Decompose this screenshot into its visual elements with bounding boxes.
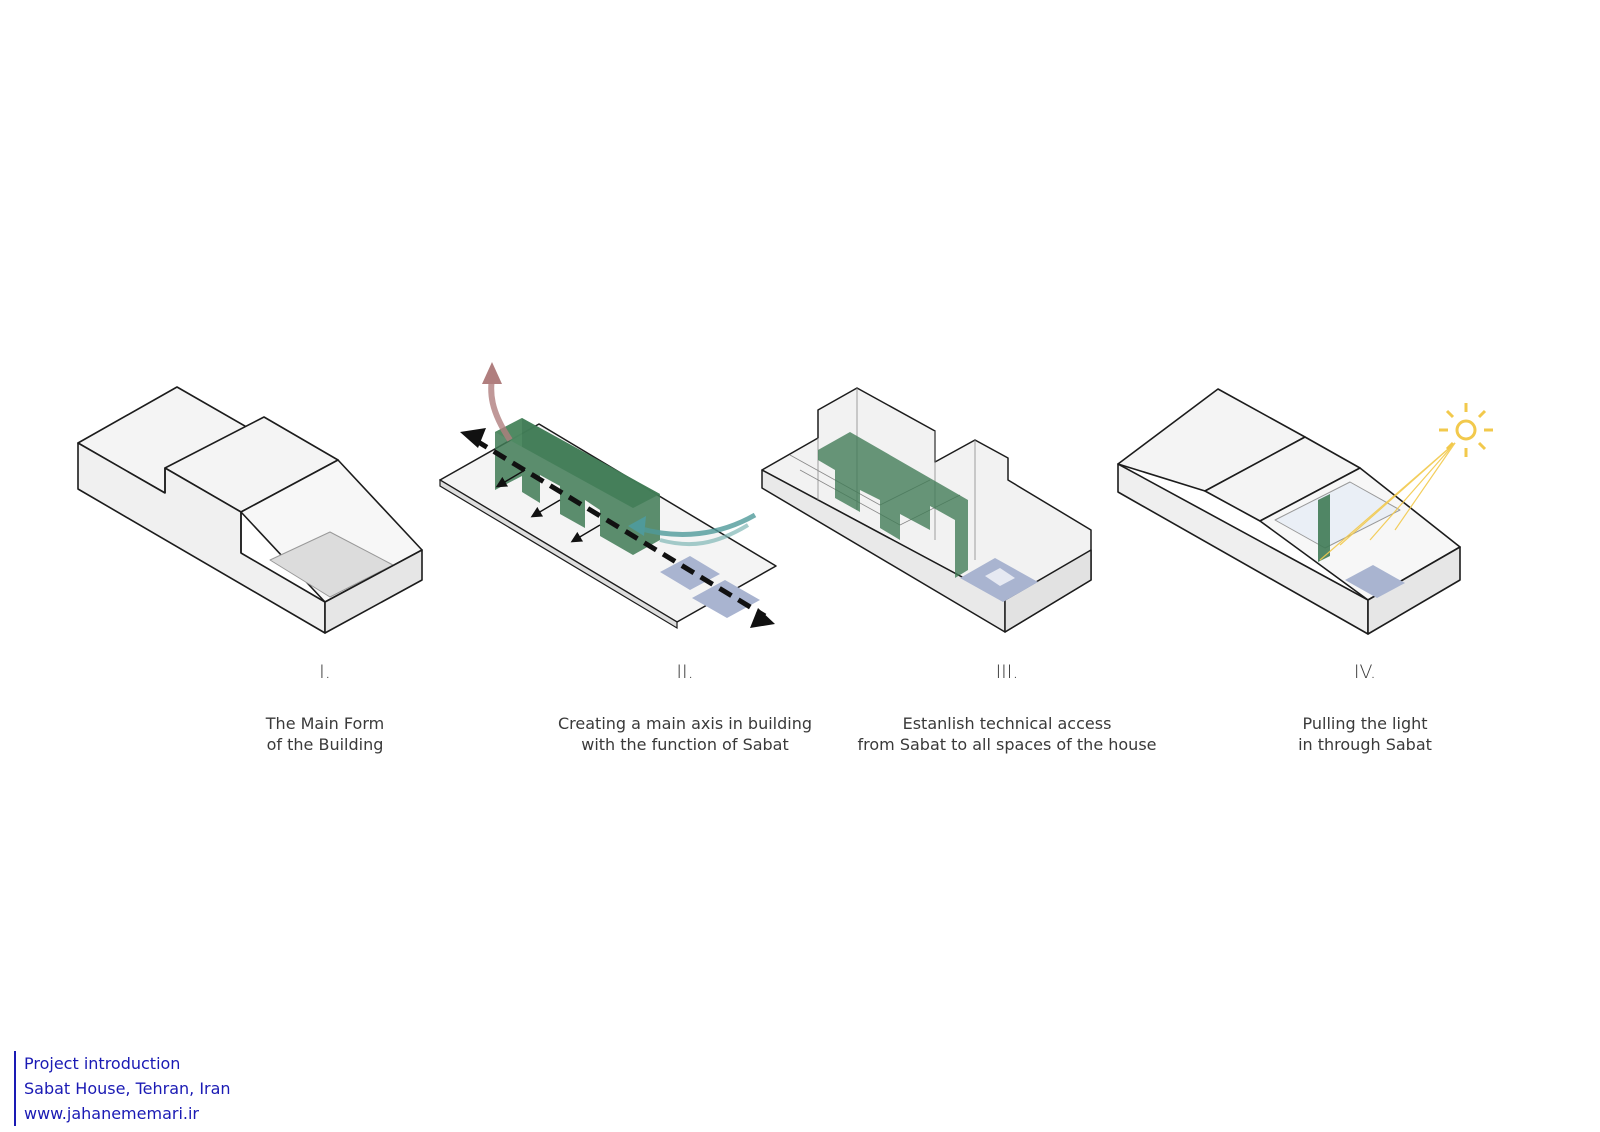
block4-right bbox=[1367, 546, 1461, 635]
footer-project-location: Sabat House, Tehran, Iran bbox=[24, 1079, 231, 1098]
step-3-caption-line1: Estanlish technical access bbox=[902, 714, 1112, 733]
hot-air-arrowhead bbox=[482, 362, 502, 384]
access-arrow-1 bbox=[495, 469, 526, 488]
step-4-caption-line2: in through Sabat bbox=[1298, 735, 1432, 754]
wind-arrow-1 bbox=[637, 512, 757, 537]
sun-rays bbox=[1319, 442, 1456, 561]
wind-arrow-2 bbox=[659, 523, 750, 547]
sun-icon bbox=[1439, 403, 1493, 457]
step-1-numeral: I. bbox=[319, 661, 331, 683]
step-2-numeral: II. bbox=[676, 661, 694, 683]
step-1-caption-line1: The Main Form bbox=[265, 714, 385, 733]
sabat-green-4 bbox=[1318, 494, 1330, 562]
footer-credits: Project introduction Sabat House, Tehran… bbox=[14, 1051, 231, 1126]
paving-blue-2 bbox=[692, 580, 760, 618]
axis-arrowhead-end bbox=[750, 608, 775, 628]
building-right-face bbox=[324, 549, 423, 634]
step-3-caption: Estanlish technical access from Sabat to… bbox=[847, 713, 1167, 755]
step-1-caption-line2: of the Building bbox=[266, 735, 384, 754]
paving-inner-3 bbox=[985, 568, 1015, 586]
axis-arrowhead-start bbox=[460, 428, 486, 448]
footer-project-intro: Project introduction bbox=[24, 1054, 181, 1073]
step-2-caption-line2: with the function of Sabat bbox=[581, 735, 789, 754]
house3-right bbox=[1004, 549, 1092, 633]
step-2-caption: Creating a main axis in building with th… bbox=[525, 713, 845, 755]
building-massing-3 bbox=[761, 387, 1092, 633]
footer-website-link[interactable]: www.jahanememari.ir bbox=[24, 1104, 200, 1123]
step-3-caption-line2: from Sabat to all spaces of the house bbox=[857, 735, 1157, 754]
step-1-caption: The Main Form of the Building bbox=[165, 713, 485, 755]
main-axis-dashed bbox=[473, 437, 767, 619]
building-massing-4 bbox=[1117, 388, 1461, 635]
slab-edge bbox=[439, 478, 678, 630]
step-4-caption: Pulling the light in through Sabat bbox=[1205, 713, 1525, 755]
paving-blue-4 bbox=[1345, 565, 1405, 598]
step-3-numeral: III. bbox=[995, 661, 1019, 683]
access-arrow-2 bbox=[530, 499, 561, 518]
light-court bbox=[1274, 481, 1401, 549]
building-massing-1 bbox=[77, 386, 423, 634]
building-massing-2 bbox=[439, 362, 777, 630]
sabat-wall-2 bbox=[522, 418, 660, 555]
step-4-numeral: IV. bbox=[1353, 661, 1377, 683]
step-2-caption-line1: Creating a main axis in building bbox=[558, 714, 812, 733]
sabat-green-3 bbox=[818, 432, 968, 578]
wind-arrowhead bbox=[628, 516, 646, 536]
step-4-caption-line1: Pulling the light bbox=[1302, 714, 1428, 733]
access-arrow-3 bbox=[570, 524, 601, 543]
